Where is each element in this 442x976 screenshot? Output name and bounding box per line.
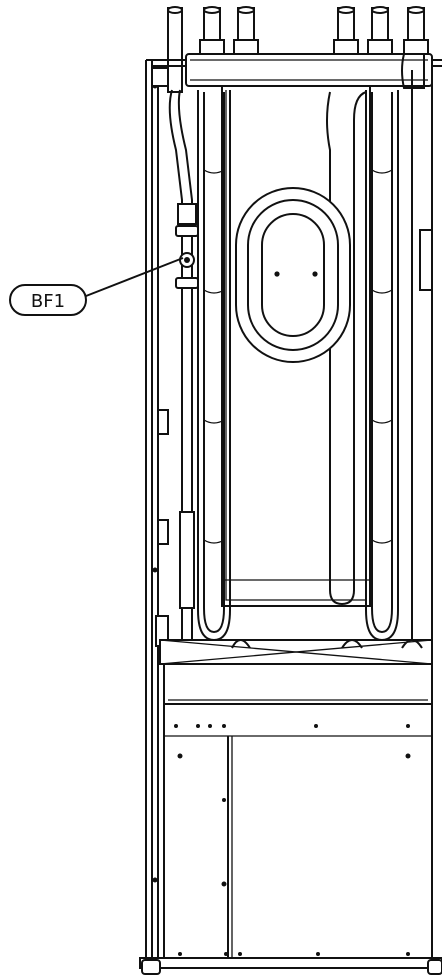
- top-manifold: [185, 53, 433, 89]
- flow-sensor-bf1: [179, 252, 195, 268]
- oval-inspection-port: [235, 187, 351, 363]
- callout-label: BF1: [31, 291, 65, 312]
- left-vertical-pipe: [168, 89, 199, 651]
- top-connection-pipes: [167, 6, 429, 93]
- callout-leader-line: [85, 257, 184, 297]
- tank-body: [221, 70, 433, 640]
- callout-label-box: [9, 284, 87, 316]
- lower-compressor-section: [159, 639, 433, 959]
- callout-bf1: BF1: [9, 257, 184, 316]
